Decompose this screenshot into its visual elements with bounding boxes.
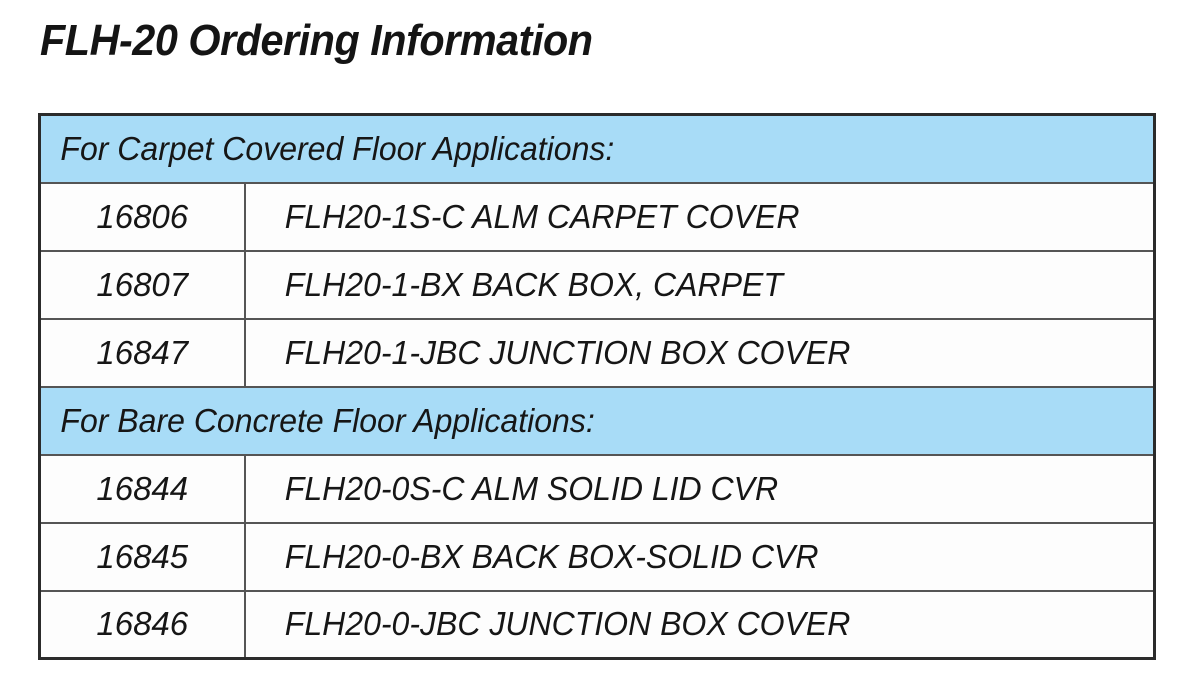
part-number-value: 16807 — [96, 265, 189, 303]
part-number-cell: 16807 — [38, 249, 246, 320]
part-description-value: FLH20-0-JBC JUNCTION BOX COVER — [284, 605, 850, 643]
description-cell: FLH20-1-BX BACK BOX, CARPET — [243, 249, 1156, 320]
table-row: 16806 FLH20-1S-C ALM CARPET COVER — [38, 181, 1156, 252]
part-number-value: 16844 — [96, 469, 189, 507]
part-description-value: FLH20-0-BX BACK BOX-SOLID CVR — [284, 537, 818, 575]
page-title: FLH-20 Ordering Information — [40, 16, 593, 65]
table-row: 16807 FLH20-1-BX BACK BOX, CARPET — [38, 249, 1156, 320]
ordering-information-table: For Carpet Covered Floor Applications: 1… — [38, 113, 1156, 660]
part-number-value: 16806 — [96, 197, 189, 235]
part-number-cell: 16845 — [38, 521, 246, 592]
part-number-value: 16845 — [96, 537, 189, 575]
part-description-value: FLH20-1-BX BACK BOX, CARPET — [284, 265, 783, 303]
description-cell: FLH20-0-BX BACK BOX-SOLID CVR — [243, 521, 1156, 592]
part-number-cell: 16846 — [38, 589, 246, 660]
part-description-value: FLH20-0S-C ALM SOLID LID CVR — [284, 469, 778, 507]
part-number-value: 16847 — [96, 333, 189, 371]
part-number-cell: 16847 — [38, 317, 246, 388]
section-header-cell: For Carpet Covered Floor Applications: — [38, 113, 1156, 184]
description-cell: FLH20-1-JBC JUNCTION BOX COVER — [243, 317, 1156, 388]
table-row: 16844 FLH20-0S-C ALM SOLID LID CVR — [38, 453, 1156, 524]
table-row: 16846 FLH20-0-JBC JUNCTION BOX COVER — [38, 589, 1156, 660]
part-description-value: FLH20-1S-C ALM CARPET COVER — [284, 197, 799, 235]
table-row: 16845 FLH20-0-BX BACK BOX-SOLID CVR — [38, 521, 1156, 592]
section-heading-carpet: For Carpet Covered Floor Applications: — [60, 129, 615, 167]
table-section-header-row: For Carpet Covered Floor Applications: — [38, 113, 1156, 184]
part-number-cell: 16806 — [38, 181, 246, 252]
table-row: 16847 FLH20-1-JBC JUNCTION BOX COVER — [38, 317, 1156, 388]
part-number-cell: 16844 — [38, 453, 246, 524]
section-header-cell: For Bare Concrete Floor Applications: — [38, 385, 1156, 456]
part-description-value: FLH20-1-JBC JUNCTION BOX COVER — [284, 333, 850, 371]
section-heading-bare-concrete: For Bare Concrete Floor Applications: — [60, 401, 595, 439]
description-cell: FLH20-0S-C ALM SOLID LID CVR — [243, 453, 1156, 524]
description-cell: FLH20-0-JBC JUNCTION BOX COVER — [243, 589, 1156, 660]
part-number-value: 16846 — [96, 605, 189, 643]
table-section-header-row: For Bare Concrete Floor Applications: — [38, 385, 1156, 456]
description-cell: FLH20-1S-C ALM CARPET COVER — [243, 181, 1156, 252]
